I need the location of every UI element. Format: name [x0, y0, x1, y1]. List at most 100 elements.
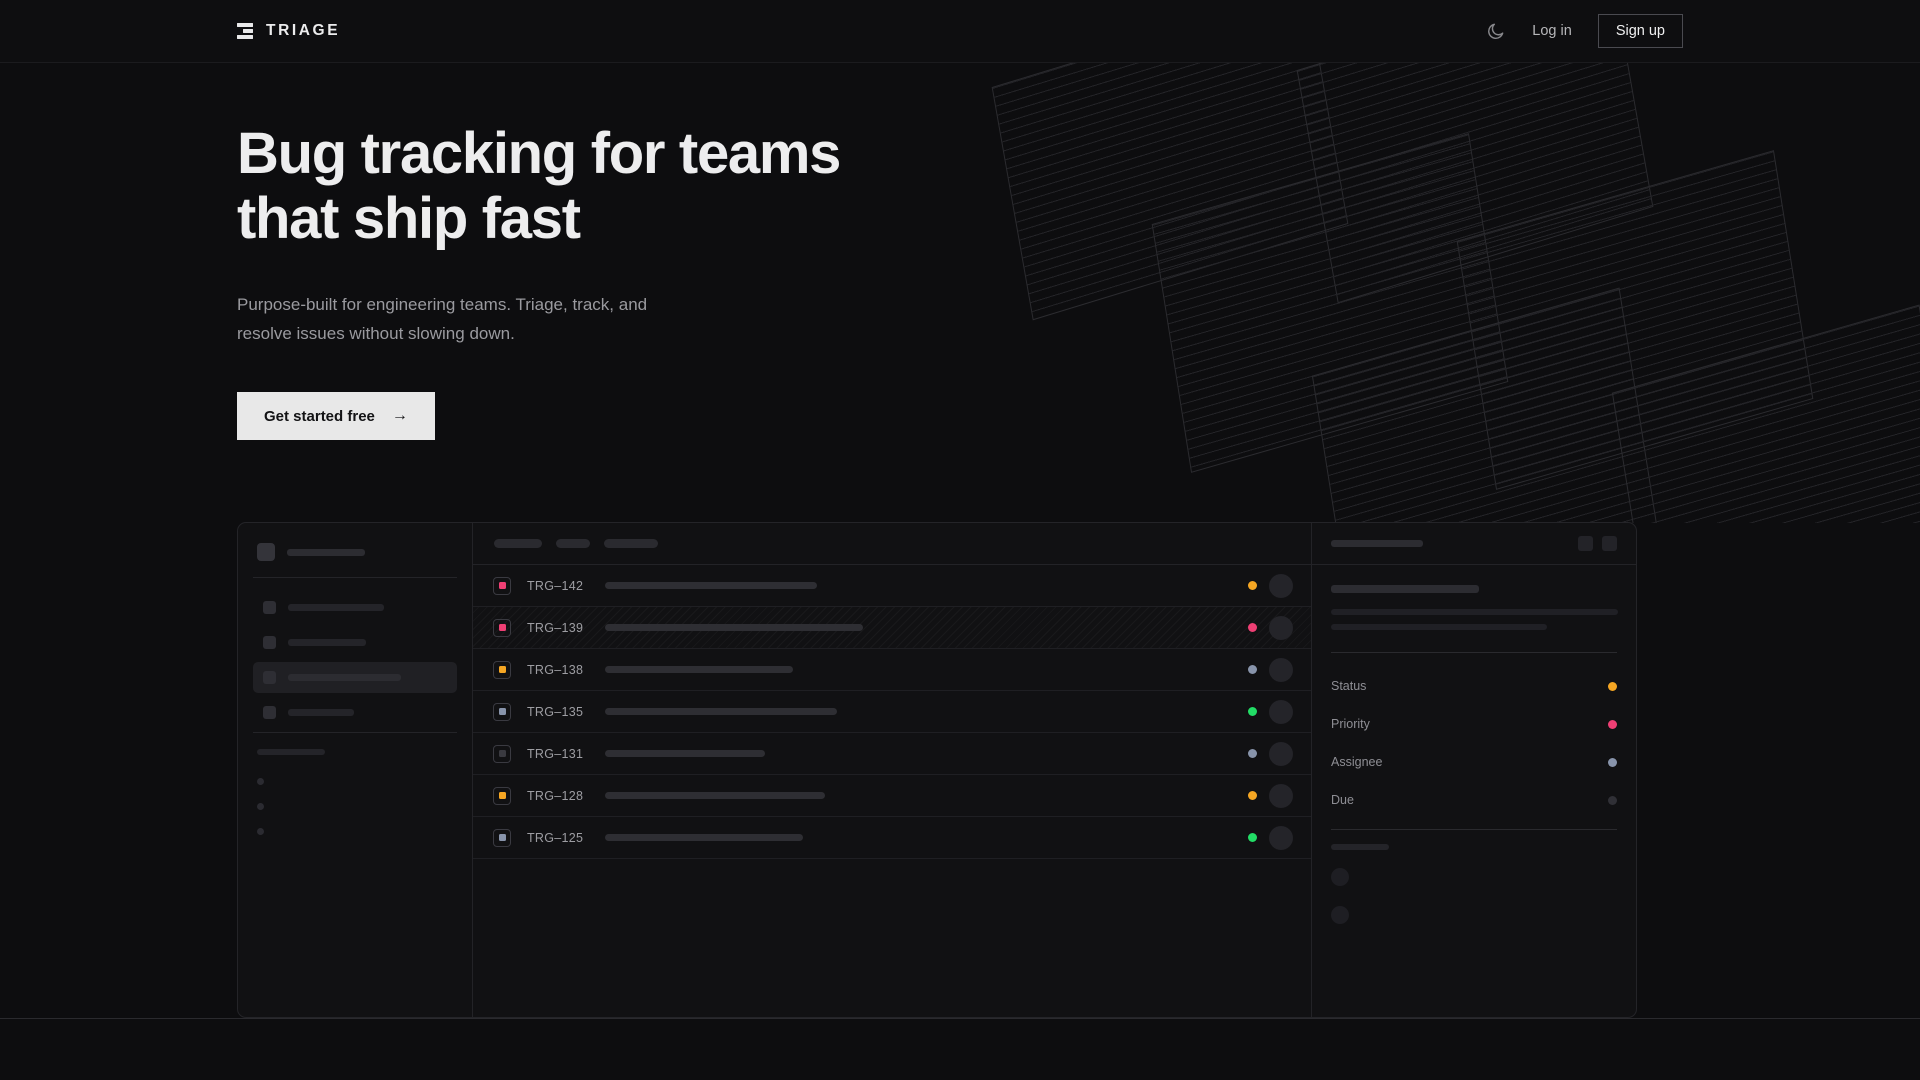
- mockup-sidebar-subitem-2[interactable]: [253, 794, 457, 819]
- detail-field-priority[interactable]: Priority: [1331, 705, 1617, 743]
- detail-field-label: Priority: [1331, 717, 1370, 731]
- issue-type-badge: [493, 618, 511, 637]
- detail-field-value-dot: [1608, 757, 1617, 767]
- table-row[interactable]: TRG–135: [473, 691, 1311, 733]
- table-row[interactable]: TRG–138: [473, 649, 1311, 691]
- detail-field-assignee[interactable]: Assignee: [1331, 743, 1617, 781]
- activity-item-1: [1331, 858, 1617, 896]
- detail-field-label: Due: [1331, 793, 1354, 807]
- issue-status-dot: [1248, 833, 1257, 842]
- mockup-sidebar-item-4[interactable]: [253, 697, 457, 728]
- detail-divider: [1331, 652, 1617, 653]
- app-preview-mockup: TRG–142 TRG–139 TRG–138: [237, 522, 1637, 1018]
- sidebar-item-icon: [263, 601, 276, 614]
- mockup-issue-list: TRG–142 TRG–139 TRG–138: [473, 523, 1311, 1017]
- toolbar-control-1[interactable]: [494, 539, 542, 548]
- detail-field-due[interactable]: Due: [1331, 781, 1617, 819]
- mockup-sidebar-sublist: [253, 769, 457, 844]
- issue-assignee-avatar[interactable]: [1269, 741, 1293, 766]
- table-row[interactable]: TRG–142: [473, 565, 1311, 607]
- table-row[interactable]: TRG–128: [473, 775, 1311, 817]
- detail-title-skeleton: [1331, 540, 1423, 547]
- brand-logo[interactable]: TRIAGE: [237, 22, 340, 40]
- table-row[interactable]: TRG–131: [473, 733, 1311, 775]
- moon-icon[interactable]: [1486, 21, 1506, 41]
- table-row[interactable]: TRG–139: [473, 607, 1311, 649]
- mockup-sidebar-item-3[interactable]: [253, 662, 457, 693]
- mockup-sidebar-subitem-1[interactable]: [253, 769, 457, 794]
- issue-title-skeleton: [605, 792, 825, 799]
- issue-assignee-avatar[interactable]: [1269, 615, 1293, 640]
- hero-subhead: Purpose-built for engineering teams. Tri…: [237, 294, 648, 344]
- detail-line-2: [1331, 624, 1547, 630]
- decor-panel: [1151, 133, 1509, 473]
- signup-button[interactable]: Sign up: [1597, 14, 1683, 48]
- issue-assignee-avatar[interactable]: [1269, 783, 1293, 808]
- activity-avatar: [1331, 868, 1349, 886]
- table-row[interactable]: TRG–125: [473, 817, 1311, 859]
- sidebar-item-label-skeleton: [288, 604, 384, 611]
- detail-field-status[interactable]: Status: [1331, 667, 1617, 705]
- page-bottom-divider: [0, 1018, 1920, 1019]
- issue-type-badge: [493, 576, 511, 595]
- sidebar-divider-2: [253, 732, 457, 733]
- mockup-list-toolbar: [473, 523, 1311, 565]
- issue-status-dot: [1248, 791, 1257, 800]
- sidebar-item-icon: [263, 636, 276, 649]
- sidebar-item-label-skeleton: [288, 709, 354, 716]
- issue-type-badge: [493, 828, 511, 847]
- mockup-sidebar-subitem-3[interactable]: [253, 819, 457, 844]
- issue-assignee-avatar[interactable]: [1269, 825, 1293, 850]
- detail-line-1: [1331, 609, 1618, 615]
- sidebar-section-label: [257, 749, 453, 755]
- sidebar-divider: [253, 577, 457, 578]
- mockup-sidebar-item-1[interactable]: [253, 592, 457, 623]
- issue-id: TRG–138: [527, 662, 584, 677]
- workspace-name-skeleton: [287, 548, 365, 556]
- detail-field-value-dot: [1608, 719, 1617, 729]
- subitem-dot-icon: [257, 778, 264, 785]
- sidebar-item-icon: [263, 671, 276, 684]
- issue-status-dot: [1248, 749, 1257, 758]
- login-link[interactable]: Log in: [1532, 23, 1572, 39]
- sidebar-item-icon: [263, 706, 276, 719]
- issue-assignee-avatar[interactable]: [1269, 573, 1293, 598]
- activity-item-2: [1331, 896, 1617, 934]
- issue-status-dot: [1248, 665, 1257, 674]
- mockup-sidebar: [238, 523, 473, 1017]
- detail-description-lines: [1331, 609, 1618, 630]
- issue-id: TRG–135: [527, 704, 584, 719]
- get-started-button[interactable]: Get started free →: [237, 392, 435, 441]
- mockup-detail-panel: Status Priority Assignee Due: [1311, 523, 1636, 1017]
- toolbar-control-2[interactable]: [556, 539, 590, 548]
- detail-summary-skeleton: [1331, 585, 1479, 593]
- issue-title-skeleton: [605, 750, 765, 757]
- brand-name: TRIAGE: [266, 22, 341, 39]
- top-navbar: TRIAGE Log in Sign up: [0, 0, 1920, 63]
- issue-type-badge: [493, 660, 511, 679]
- detail-fields: Status Priority Assignee Due: [1331, 667, 1617, 819]
- issue-assignee-avatar[interactable]: [1269, 657, 1293, 682]
- issue-id: TRG–125: [527, 830, 584, 845]
- issue-assignee-avatar[interactable]: [1269, 699, 1293, 724]
- detail-action-1-button[interactable]: [1578, 536, 1593, 551]
- issue-status-dot: [1248, 707, 1257, 716]
- detail-field-value-dot: [1608, 681, 1617, 691]
- detail-field-label: Assignee: [1331, 755, 1383, 769]
- mockup-sidebar-item-2[interactable]: [253, 627, 457, 658]
- issue-type-badge: [493, 702, 511, 721]
- issue-title-skeleton: [605, 624, 863, 631]
- issue-title-skeleton: [605, 582, 817, 589]
- mockup-sidebar-nav: [253, 592, 457, 728]
- sidebar-item-label-skeleton: [288, 639, 366, 646]
- issue-title-skeleton: [605, 708, 837, 715]
- detail-field-value-dot: [1608, 795, 1617, 805]
- mockup-workspace-switcher[interactable]: [253, 537, 457, 577]
- detail-field-label: Status: [1331, 679, 1367, 693]
- toolbar-control-3[interactable]: [604, 539, 658, 548]
- workspace-avatar: [257, 543, 275, 561]
- detail-action-2-button[interactable]: [1602, 536, 1617, 551]
- subitem-dot-icon: [257, 803, 264, 810]
- issue-title-skeleton: [605, 834, 803, 841]
- detail-panel-body: Status Priority Assignee Due: [1312, 565, 1636, 934]
